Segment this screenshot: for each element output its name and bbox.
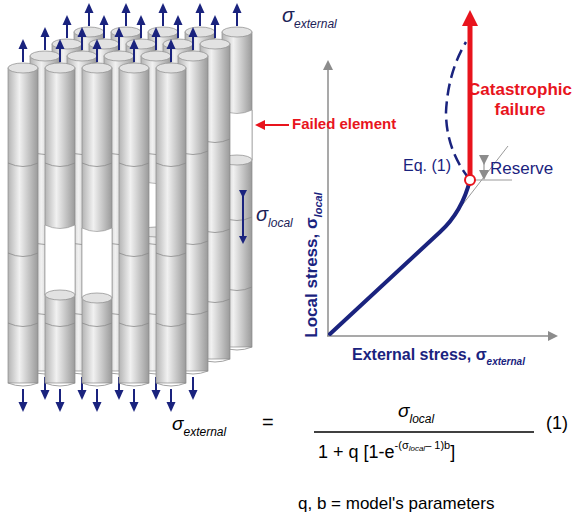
stress-symbol: external: [294, 17, 337, 31]
stress-symbol: local: [268, 216, 293, 230]
tangent-line: [470, 180, 512, 181]
axis-label: External stress, σ: [352, 346, 487, 363]
load-arrow: [19, 389, 28, 412]
equation-term: external: [183, 425, 226, 439]
equation-term: -(σ: [395, 439, 409, 451]
equation-term-group: =: [262, 411, 274, 434]
equation-term-group: σlocal: [398, 400, 434, 422]
load-arrow: [93, 39, 102, 62]
load-arrow: [78, 27, 87, 50]
load-arrow: [100, 15, 109, 38]
callout-label-group: Failed element: [292, 115, 396, 132]
note: q, b = model's parameters: [298, 494, 494, 513]
axis-label: local: [312, 192, 324, 217]
failure-point: [465, 175, 475, 185]
equation-term: ]: [450, 442, 455, 462]
equation-number: (1): [546, 413, 568, 433]
load-arrow: [189, 27, 198, 50]
local-stress-arrow: [242, 196, 244, 242]
load-arrow: [19, 39, 28, 62]
stress-symbol-group: σlocal: [256, 203, 293, 226]
load-arrow: [63, 15, 72, 38]
equation-term-group: 1 + q [1-e-(σlocal– 1)b]: [318, 442, 455, 463]
load-arrow: [56, 39, 65, 62]
pointer-arrow: [257, 124, 289, 126]
equation-number-group: (1): [546, 413, 568, 434]
fiber: [45, 63, 75, 386]
equation-term: b: [444, 439, 450, 451]
equation-term: local: [409, 412, 434, 426]
load-arrow: [93, 389, 102, 412]
equation-term: σ: [172, 413, 183, 434]
load-arrow: [85, 3, 94, 26]
load-arrow: [137, 15, 146, 38]
load-arrow: [167, 389, 176, 412]
load-arrow: [211, 15, 220, 38]
equation-term: =: [262, 411, 274, 433]
stress-curve: [330, 180, 470, 334]
annotation-group: Catastrophic failure: [462, 80, 574, 119]
load-arrow: [152, 27, 161, 50]
annotation: Catastrophic failure: [468, 80, 572, 119]
stress-symbol: σ: [256, 203, 268, 225]
axis-label: external: [487, 356, 525, 367]
failure-arrow-head: [462, 10, 478, 26]
equation-term: local: [409, 444, 425, 453]
load-arrow: [115, 27, 124, 50]
load-arrow: [122, 3, 131, 26]
stress-symbol-group: σexternal: [282, 4, 337, 27]
equation-term-group: σexternal: [172, 413, 226, 435]
load-arrow: [56, 389, 65, 412]
load-arrow: [167, 39, 176, 62]
failed-element: [45, 225, 75, 300]
equation-term: 1 + q [1-e: [318, 442, 395, 462]
failed-element: [82, 228, 112, 303]
equation-term: – 1): [425, 439, 444, 451]
annotation: Reserve: [490, 159, 553, 178]
load-arrow: [196, 3, 205, 26]
load-arrow: [159, 3, 168, 26]
callout-label: Failed element: [292, 115, 396, 132]
equation-term: σ: [398, 400, 409, 421]
load-arrow: [233, 3, 242, 26]
load-arrow: [189, 377, 198, 400]
curve-label-group: Eq. (1): [403, 157, 451, 175]
load-arrow: [41, 27, 50, 50]
failure-arrow: [468, 24, 473, 178]
axis-label: Local stress, σ: [302, 217, 321, 337]
annotation-group: Reserve: [490, 159, 553, 179]
axis-label-group: Local stress, σlocal: [302, 192, 322, 337]
fiber: [156, 63, 186, 386]
stress-symbol: σ: [282, 4, 294, 26]
x-axis: [327, 335, 556, 337]
load-arrow: [130, 39, 139, 62]
reserve-arrow: [483, 163, 484, 178]
fiber-bundle: [8, 3, 252, 412]
fiber: [119, 63, 149, 386]
load-arrow: [130, 389, 139, 412]
fiber: [82, 63, 112, 386]
note-group: q, b = model's parameters: [298, 494, 494, 514]
axis-label-group: External stress, σexternal: [352, 346, 525, 364]
fraction-bar: [314, 431, 534, 433]
fiber: [8, 63, 38, 386]
curve-label: Eq. (1): [403, 157, 451, 174]
y-axis: [327, 62, 329, 336]
load-arrow: [174, 15, 183, 38]
